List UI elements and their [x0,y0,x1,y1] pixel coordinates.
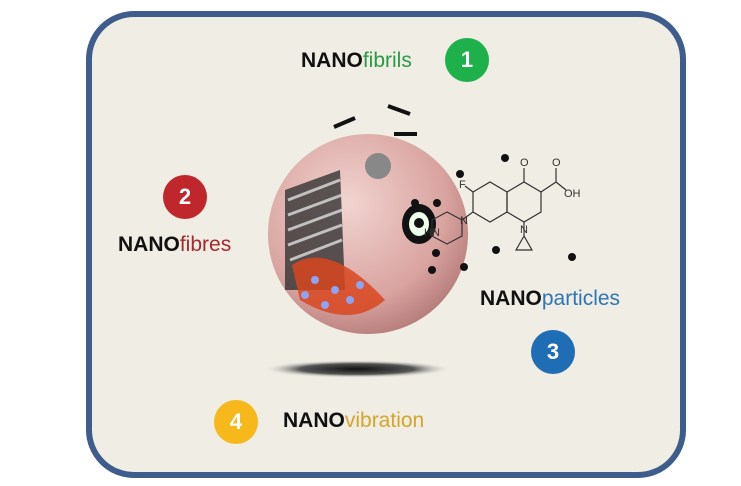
svg-text:O: O [552,157,561,169]
label-nanofibrils: NANOfibrils [301,49,412,72]
svg-text:HN: HN [424,227,440,239]
svg-text:N: N [520,224,528,236]
label-nanovibration: NANOvibration [283,409,425,432]
ciprofloxacin-molecule [431,168,567,251]
svg-text:O: O [520,157,529,169]
badge-3: 3 [531,330,575,374]
fibril-cluster [365,153,391,179]
svg-text:OH: OH [564,188,581,200]
cell-cluster [292,257,385,315]
svg-text:N: N [460,215,468,227]
nanoparticle-dots [411,154,576,274]
badge-1: 1 [445,38,489,82]
svg-text:F: F [459,179,466,191]
label-nanofibres: NANOfibres [118,233,232,256]
badge-4: 4 [214,400,258,444]
molecule-labels: F O O OH N N HN [424,157,581,239]
vibration-shadow [262,360,452,378]
badge-2: 2 [163,175,207,219]
bacterium-icon [402,204,436,244]
label-nanoparticles: NANOparticles [480,287,621,310]
